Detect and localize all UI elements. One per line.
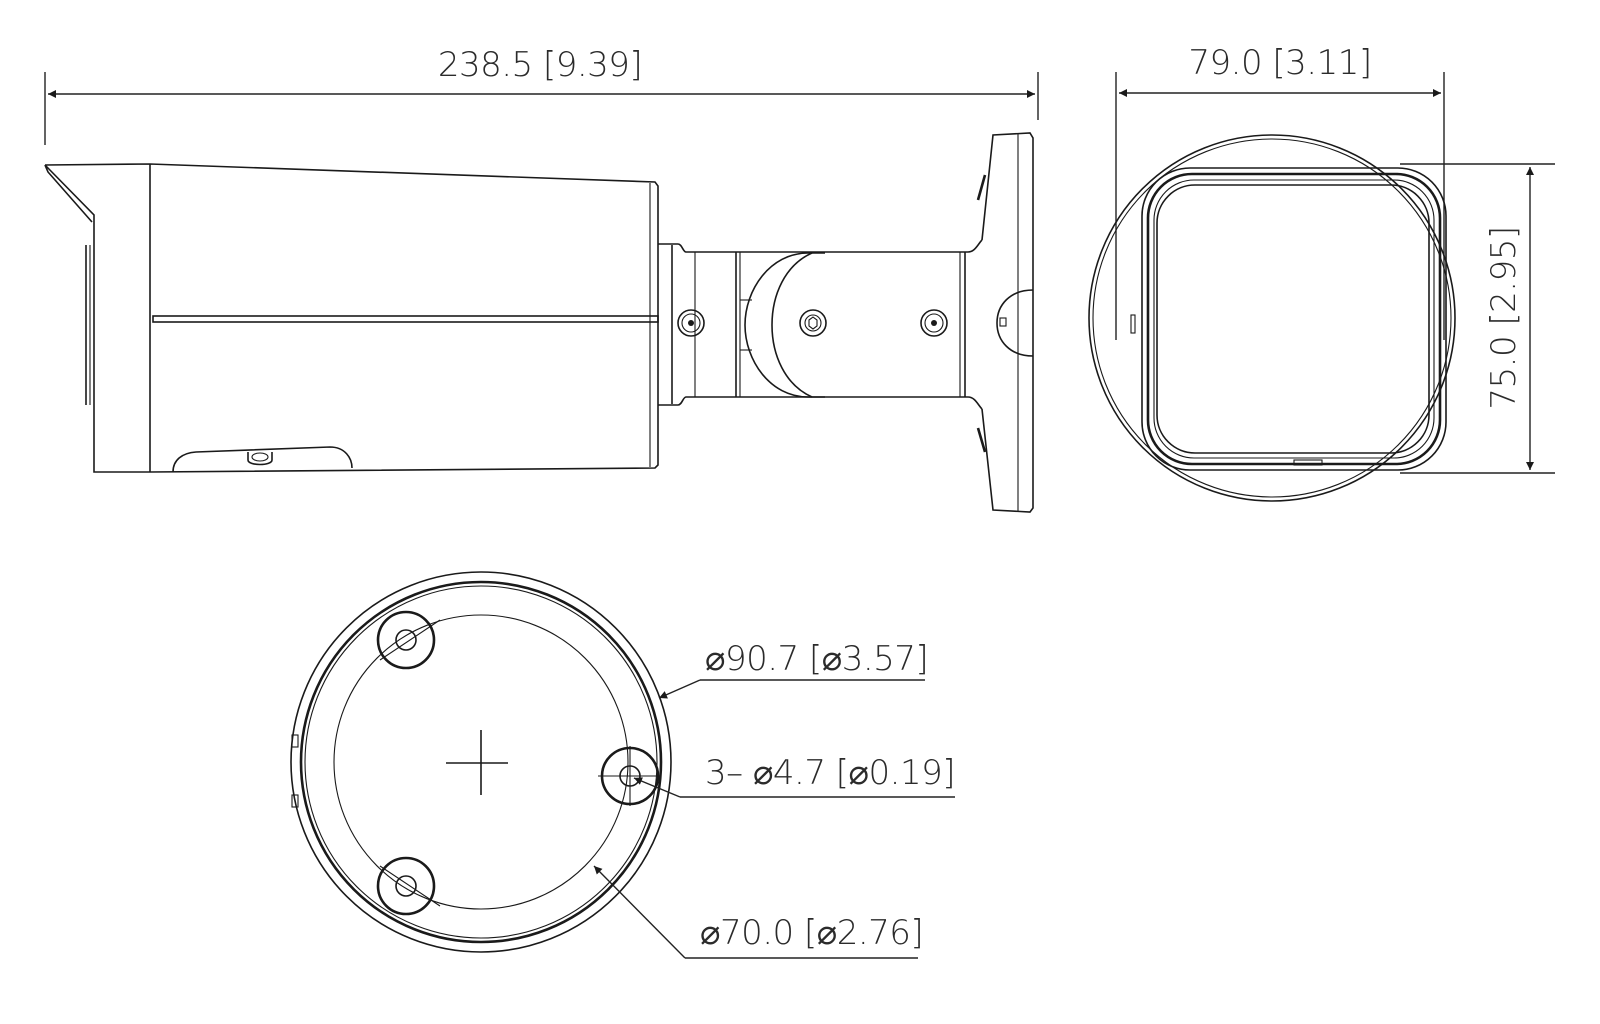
- bolt-circle-label: ⌀70.0 [⌀2.76]: [700, 913, 923, 953]
- camera-body: [44, 163, 659, 473]
- width-dimension-label: 79.0 [3.11]: [1188, 43, 1371, 83]
- mounting-hole: [376, 610, 441, 670]
- wall-base-side: [976, 132, 1034, 513]
- screw-icon: [799, 309, 827, 337]
- height-dimension-label: 75.0 [2.95]: [1484, 226, 1524, 409]
- center-mark-icon: [446, 730, 508, 795]
- mounting-hole: [598, 746, 660, 806]
- bolt-circle: [333, 614, 629, 910]
- mounting-holes-label: 3– ⌀4.7 [⌀0.19]: [705, 753, 955, 793]
- side-view: 238.5 [9.39]: [44, 45, 1039, 513]
- base-view: ⌀90.7 [⌀3.57] 3– ⌀4.7 [⌀0.19] ⌀70.0 [⌀2.…: [290, 571, 956, 959]
- callout-bolt-circle: ⌀70.0 [⌀2.76]: [593, 865, 924, 959]
- callout-outer-diameter: ⌀90.7 [⌀3.57]: [658, 639, 929, 699]
- length-dimension: 238.5 [9.39]: [44, 45, 1039, 145]
- mount-bracket: [658, 239, 983, 410]
- screw-icon: [677, 309, 705, 337]
- screw-icon: [920, 309, 948, 337]
- callout-mounting-holes: 3– ⌀4.7 [⌀0.19]: [633, 753, 956, 798]
- width-dimension: 79.0 [3.11]: [1115, 43, 1445, 340]
- height-dimension: 75.0 [2.95]: [1400, 163, 1555, 474]
- length-dimension-label: 238.5 [9.39]: [438, 45, 642, 85]
- front-view: 79.0 [3.11] 75.0 [2.95]: [1088, 43, 1555, 502]
- outer-diameter-label: ⌀90.7 [⌀3.57]: [705, 639, 928, 679]
- mounting-hole: [376, 856, 441, 916]
